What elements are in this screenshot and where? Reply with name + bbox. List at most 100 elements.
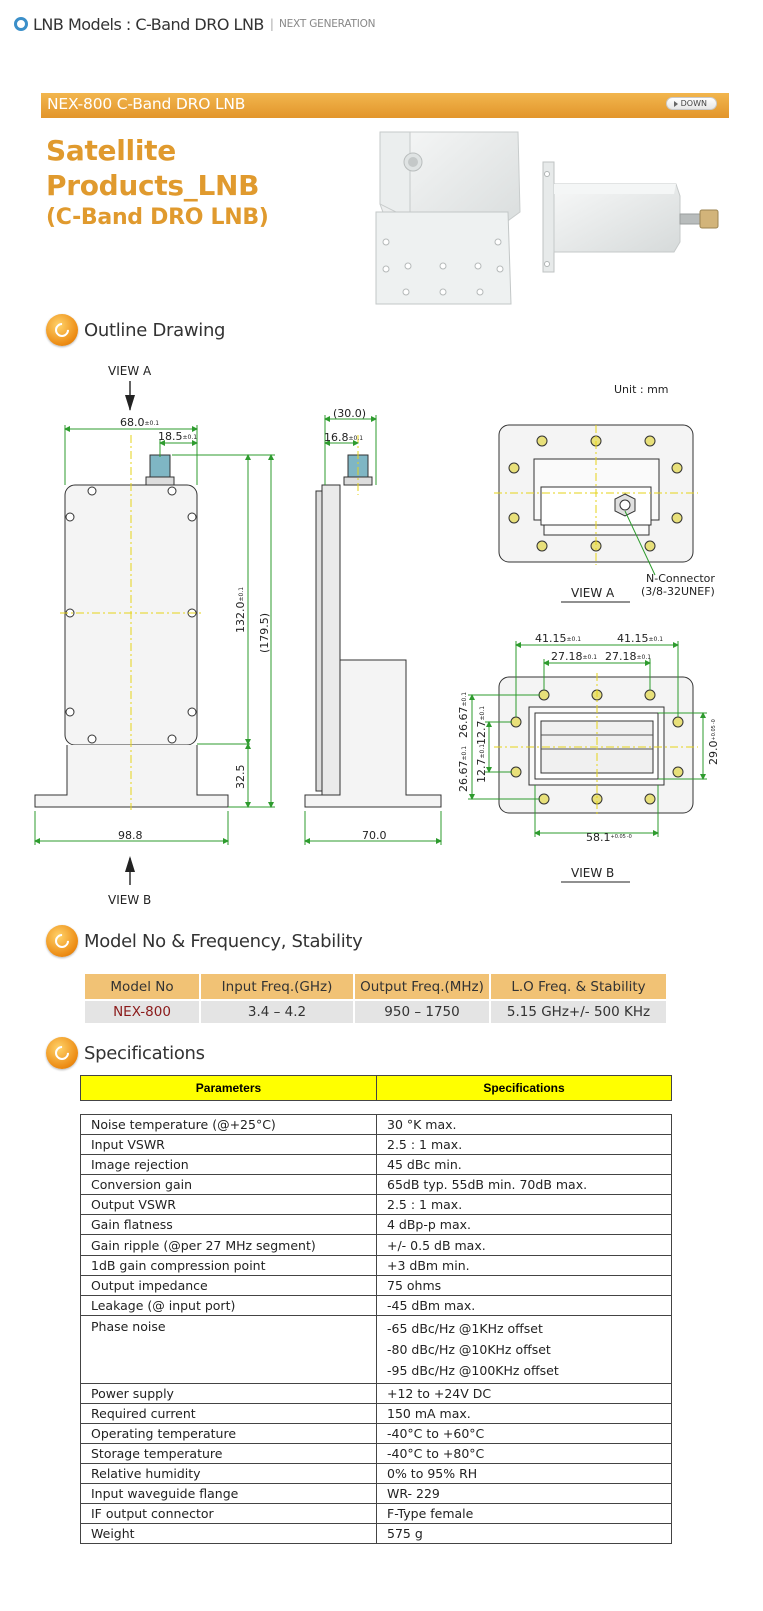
product-photo	[375, 131, 719, 305]
table-row: Storage temperature-40°C to +80°C	[80, 1443, 672, 1464]
page-subtitle: NEXT GENERATION	[278, 18, 376, 30]
param-cell: Phase noise	[80, 1315, 377, 1384]
value-cell: 4 dBp-p max.	[376, 1214, 672, 1235]
dim-26-67-bottom-tol: ±0.1	[461, 746, 468, 761]
value-cell: -65 dBc/Hz @1KHz offset -80 dBc/Hz @10KH…	[376, 1315, 672, 1384]
param-cell: Weight	[80, 1523, 377, 1544]
front-view: 68.0±0.1 18.5±0.1 132.0±0.1 (179.5) 32.5…	[34, 416, 275, 845]
play-arrow-icon	[673, 100, 678, 107]
dim-41-15-right-tol: ±0.1	[649, 636, 664, 643]
table-row: 1dB gain compression point+3 dBm min.	[80, 1255, 672, 1276]
view-a-label: VIEW A	[108, 364, 152, 378]
view-b-detail-label: VIEW B	[571, 866, 614, 880]
page-header: LNB Models : C-Band DRO LNB | NEXT GENER…	[14, 12, 376, 36]
value-cell: F-Type female	[376, 1503, 672, 1524]
svg-text:68.0±0.1: 68.0±0.1	[120, 416, 159, 429]
svg-text:18.5±0.1: 18.5±0.1	[158, 430, 197, 443]
svg-text:58.1+0.05 -0: 58.1+0.05 -0	[586, 831, 632, 844]
dim-12-7-bottom: 12.7	[475, 759, 488, 784]
spec-table-header: Parameters Specifications	[80, 1075, 672, 1101]
param-cell: Input VSWR	[80, 1134, 377, 1155]
product-banner: NEX-800 C-Band DRO LNB DOWN	[41, 93, 729, 118]
connector-label: N-Connector	[646, 572, 715, 585]
parameters-col-header: Parameters	[81, 1076, 377, 1100]
specifications-col-header: Specifications	[483, 1081, 565, 1095]
model-section-title: Model No & Frequency, Stability	[84, 930, 363, 952]
bullet-icon	[14, 17, 28, 31]
value-line: -80 dBc/Hz @10KHz offset	[387, 1342, 551, 1357]
value-cell: 2.5 : 1 max.	[376, 1194, 672, 1215]
dim-98-8: 98.8	[118, 829, 143, 842]
dim-179-5: (179.5)	[258, 613, 271, 653]
svg-text:132.0±0.1: 132.0±0.1	[234, 587, 247, 633]
spec-table: Noise temperature (@+25°C)30 °K max. Inp…	[80, 1114, 672, 1544]
product-title-line1: Satellite	[46, 134, 176, 167]
outline-section-title: Outline Drawing	[84, 319, 226, 341]
value-cell: +/- 0.5 dB max.	[376, 1234, 672, 1256]
param-cell: Storage temperature	[80, 1443, 377, 1464]
param-cell: IF output connector	[80, 1503, 377, 1524]
table-row: Leakage (@ input port)-45 dBm max.	[80, 1295, 672, 1316]
table-row: Noise temperature (@+25°C)30 °K max.	[80, 1114, 672, 1135]
dim-27-18-left-tol: ±0.1	[583, 654, 598, 661]
view-a-detail: N-Connector (3/8-32UNEF) VIEW A	[494, 424, 715, 603]
side-view: (30.0) 16.8±0.1 70.0	[304, 407, 442, 845]
dim-27-18-right-tol: ±0.1	[637, 654, 652, 661]
svg-text:27.18±0.1: 27.18±0.1	[605, 650, 651, 663]
download-button[interactable]: DOWN	[665, 97, 717, 110]
download-button-label: DOWN	[680, 99, 707, 108]
section-bullet-icon	[46, 1037, 78, 1069]
value-cell: WR- 229	[376, 1483, 672, 1504]
dim-26-67-top-tol: ±0.1	[461, 692, 468, 707]
param-cell: Conversion gain	[80, 1174, 377, 1195]
dim-41-15-left: 41.15	[535, 632, 567, 645]
dim-70: 70.0	[362, 829, 387, 842]
output-freq-cell: 950 – 1750	[355, 999, 489, 1023]
model-col-header: Model No	[85, 974, 199, 999]
outline-section-header: Outline Drawing	[46, 314, 226, 346]
svg-text:12.7±0.1: 12.7±0.1	[475, 744, 488, 783]
view-a-detail-label: VIEW A	[571, 586, 615, 600]
dim-41-15-right: 41.15	[617, 632, 649, 645]
table-row: Phase noise -65 dBc/Hz @1KHz offset -80 …	[80, 1315, 672, 1384]
value-cell: 30 °K max.	[376, 1114, 672, 1135]
dim-16-8: 16.8	[324, 431, 349, 444]
dim-27-18-left: 27.18	[551, 650, 583, 663]
dim-32-5: 32.5	[234, 765, 247, 790]
product-banner-title: NEX-800 C-Band DRO LNB	[47, 95, 246, 113]
param-cell: Output VSWR	[80, 1194, 377, 1215]
lo-freq-col-header: L.O Freq. & Stability	[491, 974, 666, 999]
dim-58-1-tol: +0.05 -0	[611, 834, 632, 840]
dim-30: (30.0)	[333, 407, 366, 420]
dim-26-67-top: 26.67	[457, 707, 470, 739]
table-row: NEX-800 3.4 – 4.2 950 – 1750 5.15 GHz+/-…	[85, 999, 666, 1023]
svg-text:26.67±0.1: 26.67±0.1	[457, 692, 470, 738]
param-cell: Gain ripple (@per 27 MHz segment)	[80, 1234, 377, 1256]
dim-16-8-tol: ±0.1	[349, 435, 364, 442]
dim-41-15-left-tol: ±0.1	[567, 636, 582, 643]
model-table-header: Model No Input Freq.(GHz) Output Freq.(M…	[85, 974, 666, 999]
param-cell: Operating temperature	[80, 1423, 377, 1444]
unit-label: Unit : mm	[614, 383, 669, 396]
page-title: LNB Models : C-Band DRO LNB	[33, 14, 264, 34]
param-cell: Power supply	[80, 1383, 377, 1404]
input-freq-col-header: Input Freq.(GHz)	[201, 974, 353, 999]
section-bullet-icon	[46, 925, 78, 957]
output-freq-col-header: Output Freq.(MHz)	[355, 974, 489, 999]
dim-68-tol: ±0.1	[145, 420, 160, 427]
value-cell: 0% to 95% RH	[376, 1463, 672, 1484]
dim-12-7-bottom-tol: ±0.1	[479, 744, 486, 759]
svg-text:29.0+0.05 -0: 29.0+0.05 -0	[707, 719, 720, 765]
spec-section-header: Specifications	[46, 1037, 205, 1069]
param-cell: 1dB gain compression point	[80, 1255, 377, 1276]
spec-section-title: Specifications	[84, 1042, 205, 1064]
